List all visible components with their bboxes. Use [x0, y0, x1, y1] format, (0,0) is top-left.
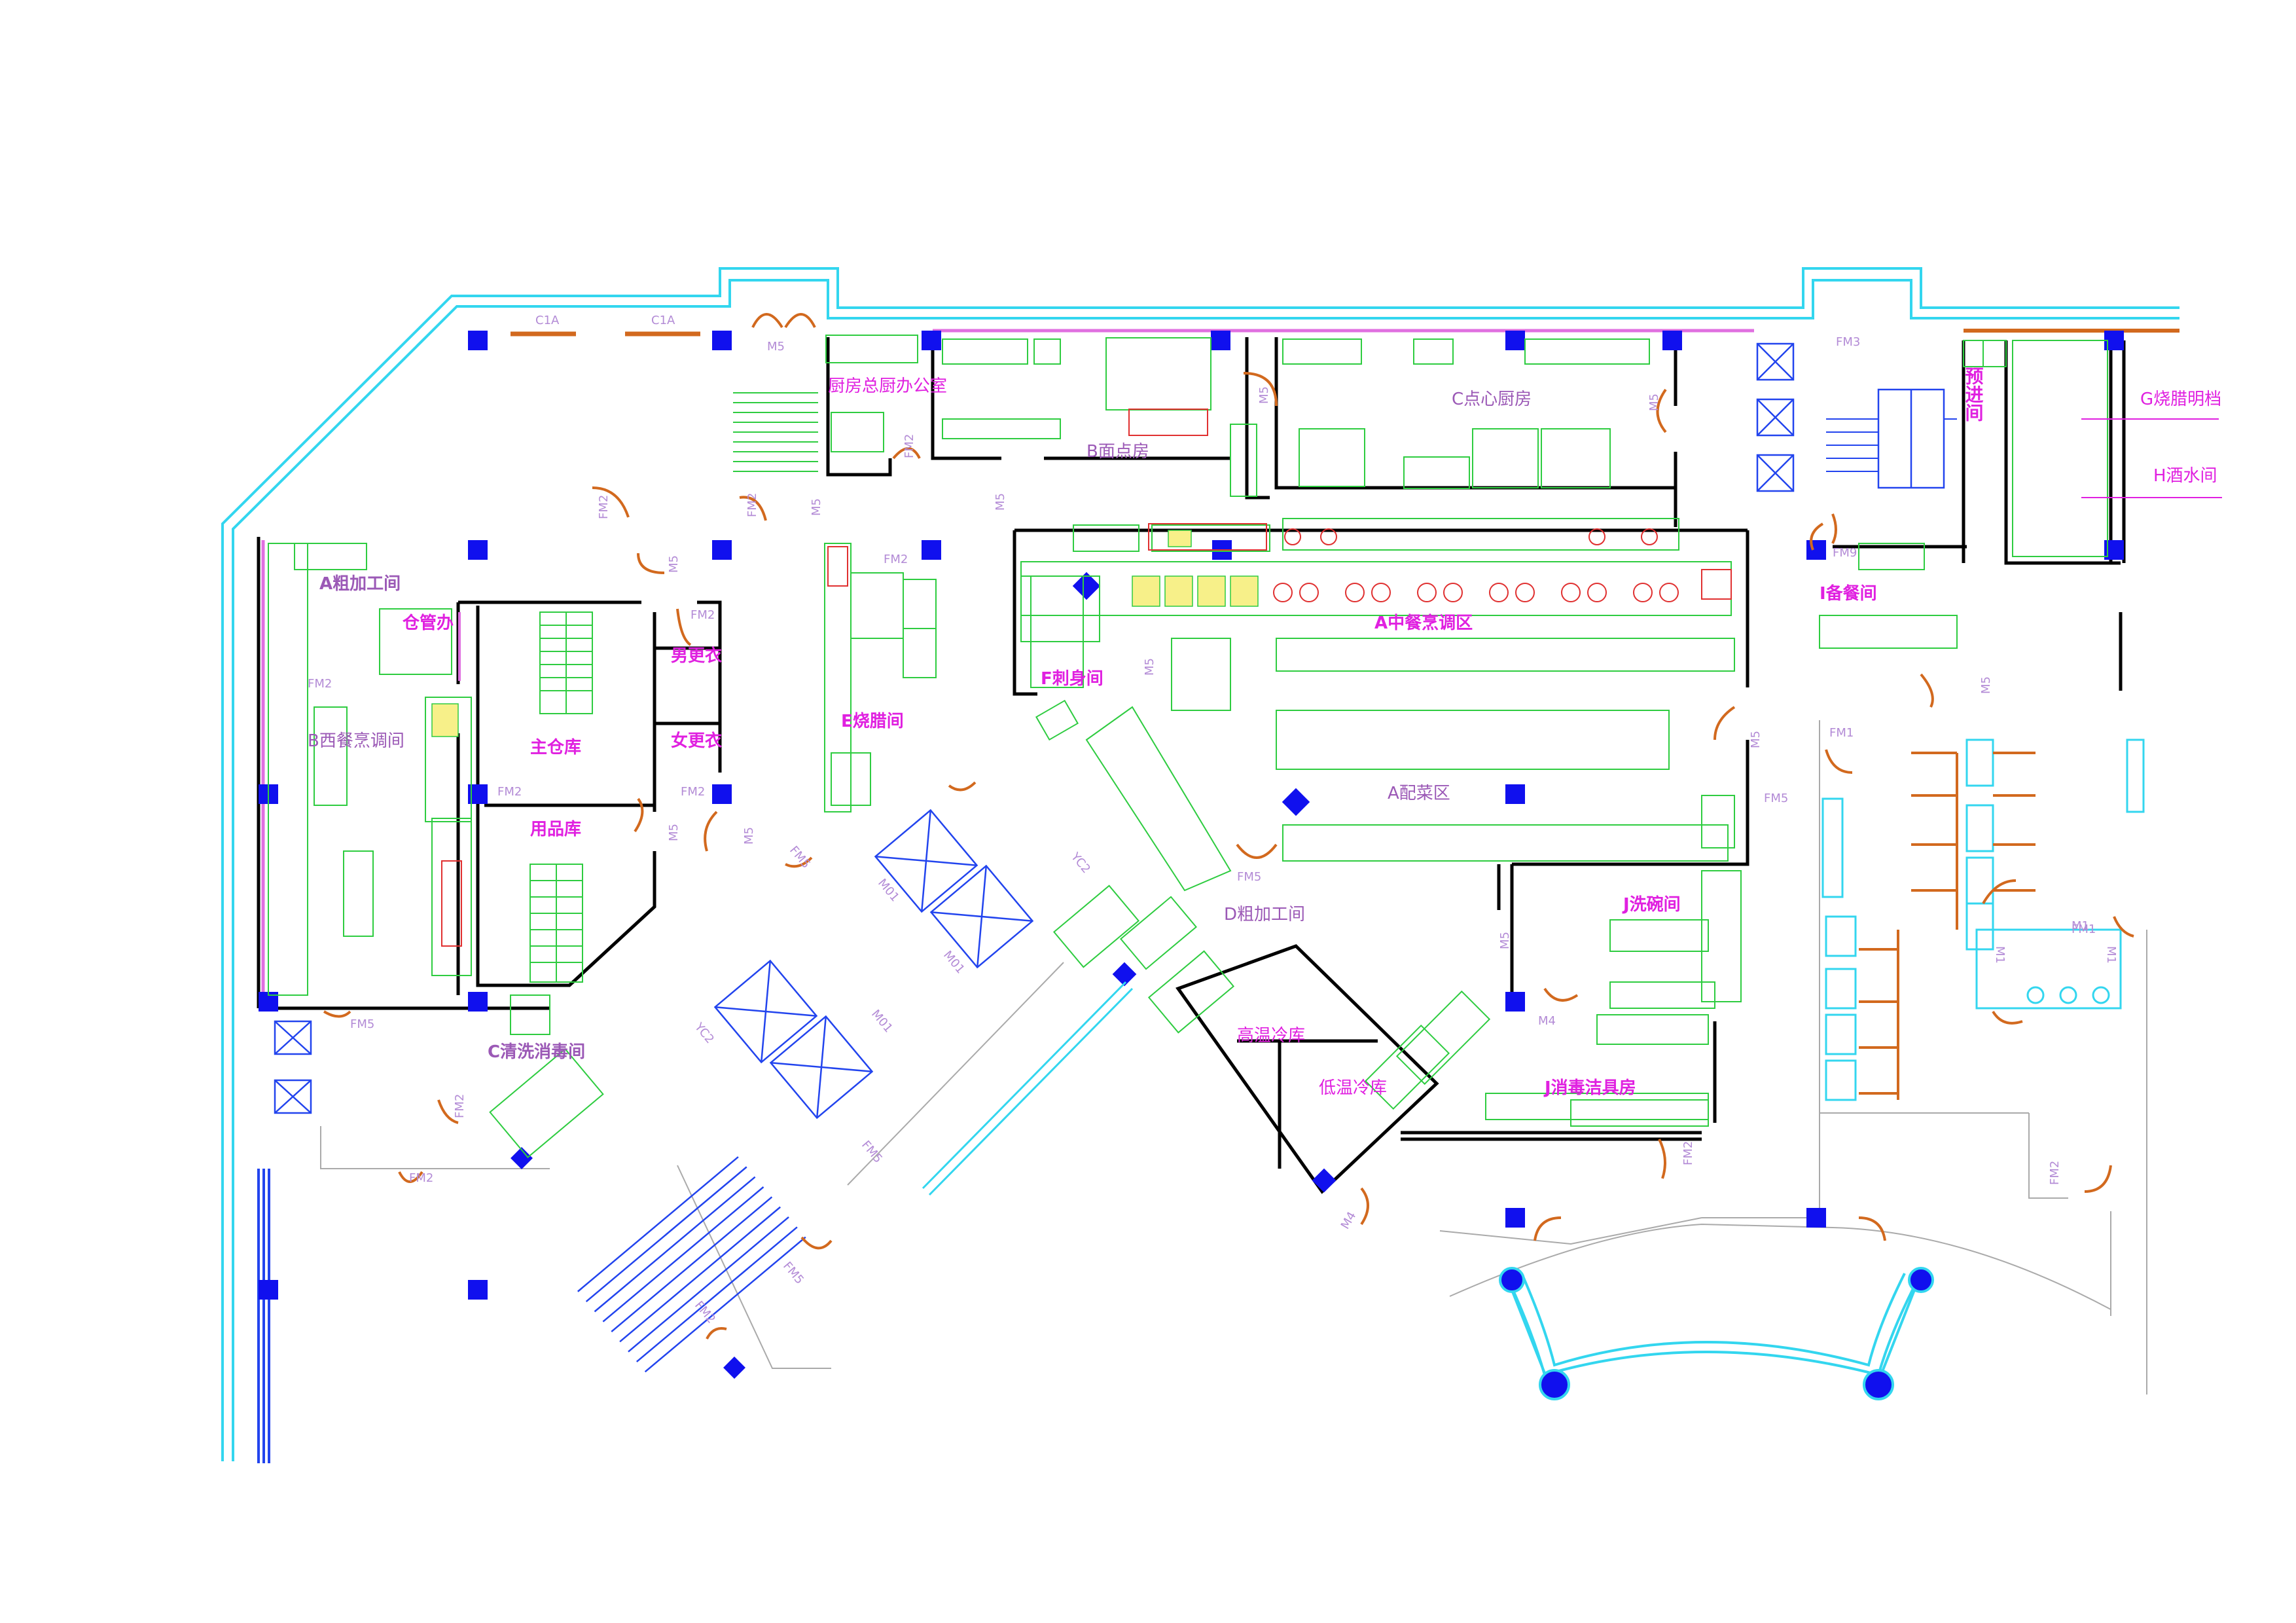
door-tag: FM5 — [1237, 870, 1261, 884]
store-shelves — [529, 611, 593, 983]
door-tag: FM1 — [2072, 922, 2096, 936]
door-tag: FM2 — [1681, 1141, 1695, 1165]
room-label-women-locker: 女更衣 — [671, 731, 722, 751]
door-tag: M5 — [742, 827, 756, 845]
entrance-arc — [1504, 1273, 1922, 1382]
door-tag: FM2 — [409, 1171, 433, 1185]
outer-boundary — [221, 267, 2179, 1461]
door-tag: M01 — [875, 876, 902, 904]
door-tag: FM2 — [597, 495, 611, 519]
room-label-main-store: 主仓库 — [530, 737, 581, 757]
door-tag: M5 — [1498, 932, 1512, 949]
door-tag: M01 — [941, 948, 967, 976]
room-label-cold-high: 高温冷库 — [1237, 1026, 1305, 1046]
top-facade — [511, 329, 2179, 337]
room-label-western-b: B西餐烹调间 — [308, 731, 404, 751]
room-label-roast-e: E烧腊间 — [841, 712, 904, 731]
door-tag: M5 — [1257, 386, 1271, 404]
door-tag: YC2 — [691, 1020, 717, 1046]
room-labels: 厨房总厨办公室 B面点房 C点心厨房 预进间 G烧腊明档 H酒水间 A粗加工间 … — [308, 367, 2221, 1098]
restroom-partitions — [1859, 752, 2036, 1100]
room-label-supply-store: 用品库 — [530, 820, 581, 839]
room-label-men-locker: 男更衣 — [671, 646, 722, 666]
door-tag: FM2 — [497, 785, 522, 799]
structural-columns — [259, 331, 2124, 1379]
room-label-pastry-b: B面点房 — [1086, 442, 1149, 462]
door-tag: M1 — [2104, 946, 2118, 964]
door-tag: M5 — [767, 340, 785, 354]
room-label-pre-entry: 预进间 — [1963, 367, 1984, 422]
room-label-store-office: 仓管办 — [402, 613, 454, 633]
left-window-edge — [257, 1169, 270, 1463]
door-tag: FM5 — [1764, 792, 1788, 805]
cooking-ranges — [441, 409, 1732, 947]
door-tag: M4 — [1538, 1014, 1556, 1028]
kitchen-equipment — [268, 335, 2108, 1159]
door-tag: C1A — [651, 314, 675, 327]
room-label-serving-a: A配菜区 — [1388, 784, 1450, 803]
partition-walls — [320, 720, 2147, 1395]
door-tag: M1 — [1993, 946, 2007, 964]
room-label-wash-c: C清洗消毒间 — [488, 1042, 585, 1062]
callout-leaders — [2081, 418, 2222, 498]
door-tag: FM2 — [2048, 1161, 2062, 1185]
room-label-prep-i: I备餐间 — [1820, 584, 1877, 604]
door-tag: C1A — [535, 314, 560, 327]
room-label-chinese-a: A中餐烹调区 — [1374, 613, 1473, 633]
glass-wall-2 — [922, 981, 1127, 1190]
door-tag: M5 — [1979, 676, 1993, 694]
room-label-roast-g: G烧腊明档 — [2140, 390, 2221, 409]
room-label-dish-j: J洗碗间 — [1622, 894, 1681, 915]
door-tag: FM2 — [681, 785, 705, 799]
door-swings — [323, 313, 2134, 1340]
room-label-prep-a: A粗加工间 — [319, 574, 401, 594]
room-label-clean-j: J消毒洁具房 — [1543, 1078, 1636, 1098]
room-label-dim-sum-c: C点心厨房 — [1452, 390, 1532, 409]
interior-walls — [257, 337, 2126, 1194]
room-label-bar-h: H酒水间 — [2153, 466, 2217, 486]
door-tag: FM5 — [350, 1017, 374, 1031]
door-tag: FM9 — [1833, 546, 1857, 560]
door-tag: FM1 — [1829, 726, 1854, 740]
door-tag: M4 — [1338, 1209, 1359, 1231]
left-facade — [261, 540, 461, 998]
door-tag: FM2 — [903, 434, 916, 458]
door-tag: FM2 — [745, 493, 759, 517]
door-tag: FM2 — [308, 677, 332, 691]
room-label-cold-low: 低温冷库 — [1319, 1078, 1387, 1098]
door-tag: M1 — [2072, 919, 2089, 933]
fryers — [431, 530, 1259, 737]
door-tag: M5 — [667, 555, 681, 573]
door-tag: M5 — [994, 493, 1007, 511]
stair-right — [1826, 418, 1957, 472]
door-tag: M5 — [810, 498, 823, 516]
door-tag: FM3 — [1836, 335, 1860, 349]
door-tag: FM2 — [691, 608, 715, 622]
door-tag: M5 — [667, 824, 681, 841]
door-tag: FM2 — [453, 1094, 467, 1118]
door-tag: M5 — [1647, 393, 1661, 411]
glass-wall — [928, 987, 1134, 1196]
door-tag: FM5 — [859, 1138, 885, 1165]
room-label-sashimi-f: F刺身间 — [1041, 668, 1103, 689]
room-label-prep-d: D粗加工间 — [1224, 905, 1305, 924]
door-tag: M5 — [1143, 658, 1157, 676]
door-tag: FM5 — [780, 1259, 806, 1286]
door-tag: M01 — [869, 1007, 895, 1035]
lifts-and-hoods — [274, 342, 1945, 1373]
restrooms — [1821, 739, 2145, 1101]
door-tag: YC2 — [1067, 850, 1093, 876]
room-label-office: 厨房总厨办公室 — [828, 376, 947, 396]
door-tag: M5 — [1749, 731, 1763, 748]
entrance-columns — [1499, 1267, 1934, 1400]
door-tag: FM2 — [884, 553, 908, 566]
